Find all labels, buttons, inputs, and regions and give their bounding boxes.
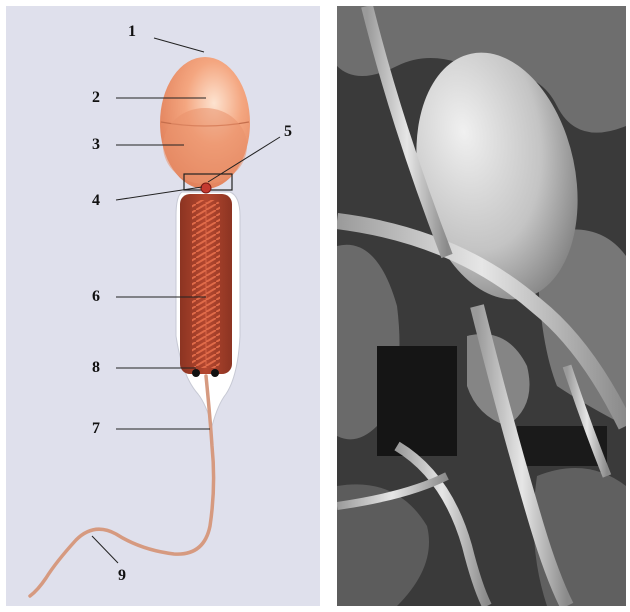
electron-micrograph	[337, 6, 626, 606]
annulus-dot-left	[192, 369, 200, 377]
label-2: 2	[92, 90, 100, 106]
label-4: 4	[92, 193, 100, 209]
label-1: 1	[128, 24, 136, 40]
label-3: 3	[92, 137, 100, 153]
label-6: 6	[92, 289, 100, 305]
sperm-diagram	[6, 6, 320, 606]
nucleus-shade	[163, 108, 247, 184]
leader-1	[154, 38, 204, 52]
sem-image	[337, 6, 626, 606]
label-8: 8	[92, 360, 100, 376]
leader-9	[92, 536, 118, 563]
label-5: 5	[284, 124, 292, 140]
tail	[30, 376, 214, 596]
centriole	[201, 183, 211, 193]
diagram-panel: 1 2 3 4 5 6 8 7 9	[6, 6, 320, 606]
label-9: 9	[118, 568, 126, 584]
annulus-dot-right	[211, 369, 219, 377]
label-7: 7	[92, 421, 100, 437]
